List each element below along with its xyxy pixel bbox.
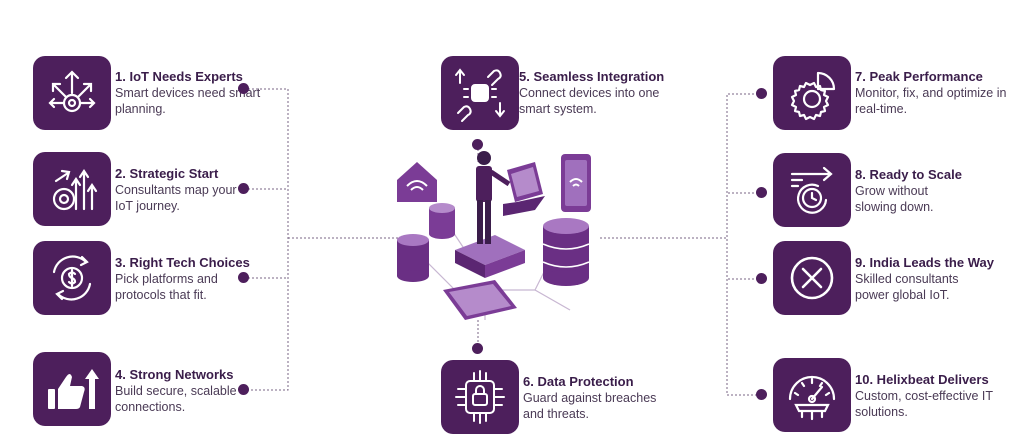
step-3-connector-dot	[238, 272, 249, 283]
step-8-desc: Grow without slowing down.	[855, 184, 934, 214]
step-2-desc: Consultants map your IoT journey.	[115, 183, 237, 213]
step-8-title: 8. Ready to Scale	[855, 167, 962, 182]
step-4-desc: Build secure, scalable connections.	[115, 384, 237, 414]
step-10-title: 10. Helixbeat Delivers	[855, 372, 989, 387]
gear-chart-icon	[790, 71, 836, 121]
iot-hub-illustration	[397, 151, 591, 320]
gauge-gear-icon	[788, 375, 836, 421]
step-1-connector-dot	[238, 83, 249, 94]
step-5-connector-dot	[472, 139, 483, 150]
step-9-tile	[773, 241, 851, 315]
step-1-title: 1. IoT Needs Experts	[115, 69, 243, 84]
step-5-desc: Connect devices into one smart system.	[519, 86, 660, 116]
step-6-connector-dot	[472, 343, 483, 354]
step-4-connector-dot	[238, 384, 249, 395]
step-6-tile	[441, 360, 519, 434]
platform-base	[455, 235, 525, 278]
step-9-desc: Skilled consultants power global IoT.	[855, 272, 959, 302]
step-7-title: 7. Peak Performance	[855, 69, 983, 84]
step-1-desc: Smart devices need smart planning.	[115, 86, 261, 116]
step-7-tile	[773, 56, 851, 130]
step-10-tile	[773, 358, 851, 432]
step-7-desc: Monitor, fix, and optimize in real-time.	[855, 86, 1007, 116]
tablet-wifi-icon	[561, 154, 591, 212]
step-9-connector-dot	[756, 273, 767, 284]
step-10-connector-dot	[756, 389, 767, 400]
lock-circuit-icon	[455, 370, 505, 424]
dollar-cycle-icon	[52, 255, 92, 301]
step-2-connector-dot	[238, 183, 249, 194]
storage-cylinder-icon	[429, 203, 455, 239]
step-9-title: 9. India Leads the Way	[855, 255, 994, 270]
arrows-gear-icon	[48, 70, 96, 113]
step-6-title: 6. Data Protection	[523, 374, 634, 389]
circle-x-icon	[790, 256, 834, 300]
step-4-title: 4. Strong Networks	[115, 367, 234, 382]
step-10-desc: Custom, cost-effective IT solutions.	[855, 389, 993, 419]
step-3-desc: Pick platforms and protocols that fit.	[115, 272, 218, 302]
tablet-device-icon	[443, 280, 517, 320]
laptop-icon	[503, 162, 545, 216]
clock-arrow-icon	[790, 166, 833, 214]
step-3-tile	[33, 241, 111, 315]
step-8-tile	[773, 153, 851, 227]
rising-arrows-gear-icon	[52, 169, 98, 211]
consultant-figure-icon	[476, 151, 511, 244]
server-stack-icon	[542, 218, 590, 286]
step-4-tile	[33, 352, 111, 426]
thumbs-up-arrow-icon	[48, 369, 99, 409]
smart-home-icon	[397, 162, 437, 202]
step-3-title: 3. Right Tech Choices	[115, 255, 250, 270]
step-2-title: 2. Strategic Start	[115, 166, 219, 181]
step-5-title: 5. Seamless Integration	[519, 69, 665, 84]
step-6-desc: Guard against breaches and threats.	[523, 391, 657, 421]
storage-cylinder-icon	[397, 234, 429, 282]
step-2-tile	[33, 152, 111, 226]
step-1-tile	[33, 56, 111, 130]
chain-link-robot-icon	[455, 68, 505, 122]
step-7-connector-dot	[756, 88, 767, 99]
step-8-connector-dot	[756, 187, 767, 198]
step-5-tile	[441, 56, 519, 130]
